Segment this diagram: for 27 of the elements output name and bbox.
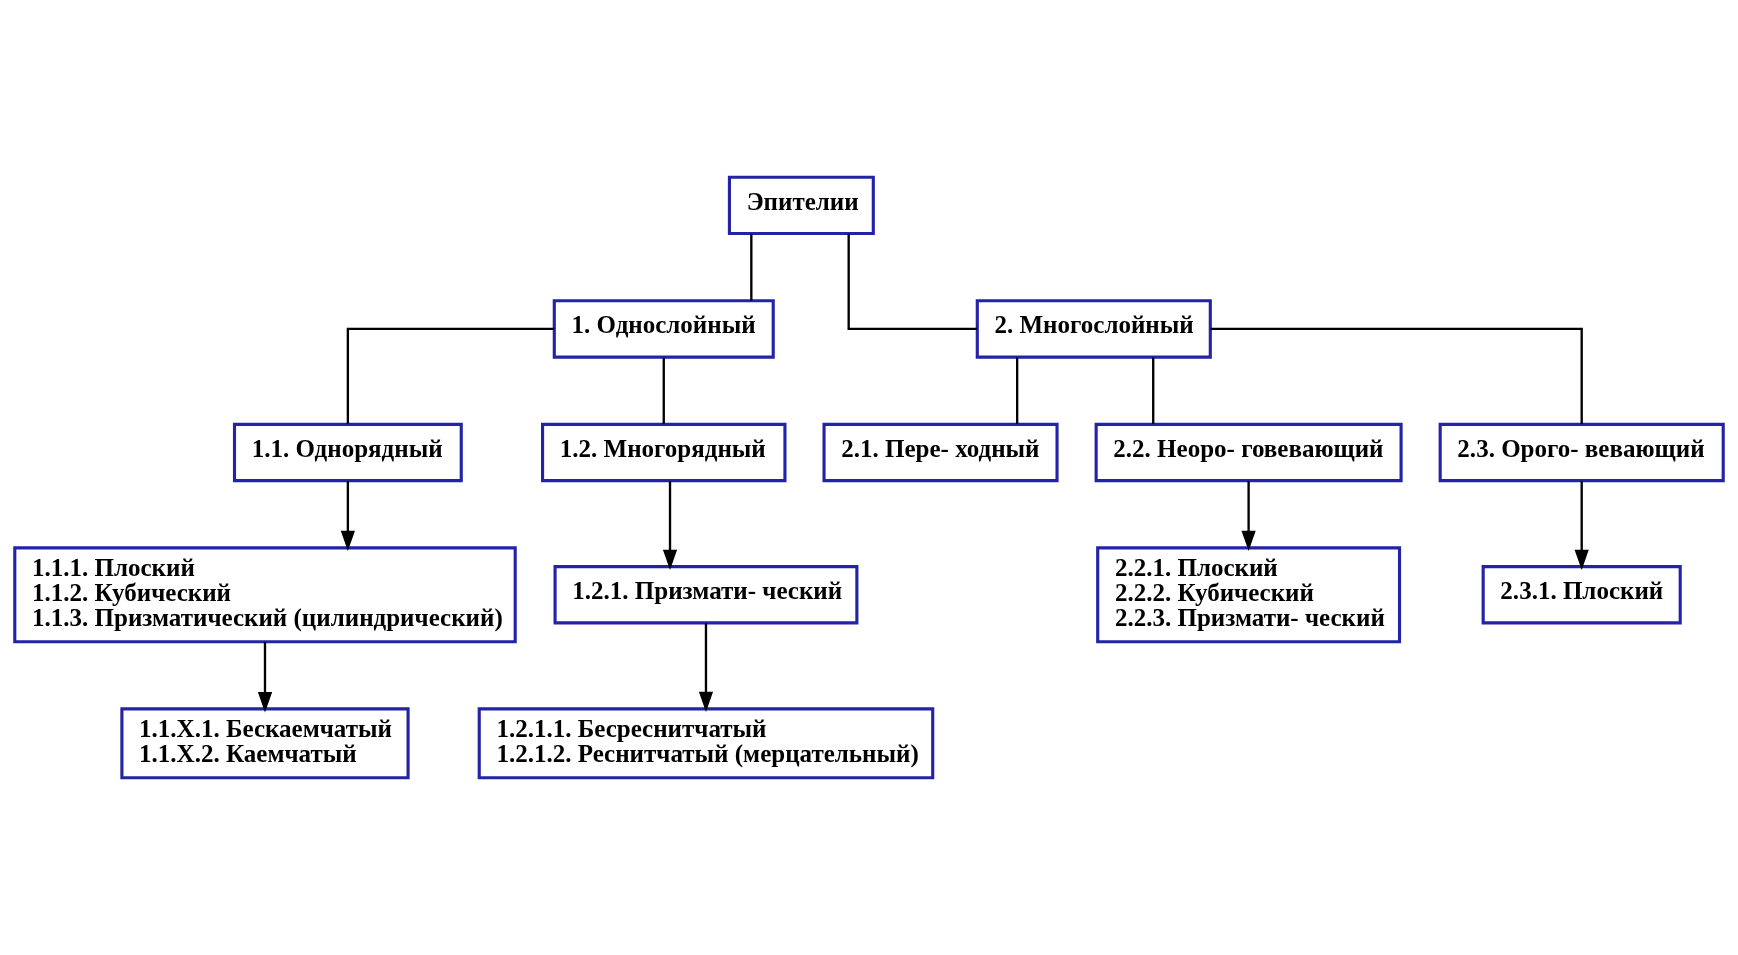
connector <box>1210 327 1583 424</box>
node-box: 1. Однослойный <box>552 299 775 359</box>
node-box: 2.3.1. Плоский <box>1481 565 1682 625</box>
arrow <box>662 481 678 571</box>
connector <box>847 234 977 331</box>
connector <box>1152 357 1155 424</box>
arrow <box>340 481 355 552</box>
connector <box>1016 357 1019 424</box>
connector <box>662 357 665 424</box>
node-box: 2.1. Пере- ходный <box>822 422 1059 483</box>
node-box: 1.1.X.1. Бескаемчатый 1.1.X.2. Каемчатый <box>120 707 410 780</box>
arrow <box>1574 481 1589 571</box>
node-box: 1.2.1.1. Бесреснитчатый 1.2.1.2. Реснитчатый (мерцательный) <box>477 707 935 780</box>
arrow <box>1241 481 1256 552</box>
arrow <box>257 641 273 713</box>
node-box: 1.2. Многорядный <box>541 422 787 483</box>
arrow <box>698 623 714 713</box>
node-box: 2.3. Орого- вевающий <box>1438 422 1725 483</box>
connector <box>346 327 555 424</box>
node-box: 2.2. Неоро- говевающий <box>1094 422 1403 483</box>
node-box: 1.2.1. Призмати- ческий <box>553 565 859 625</box>
node-box: 1.1.1. Плоский 1.1.2. Кубический 1.1.3. Призматический (цилиндрический) <box>13 546 517 644</box>
node-box: 2.2.1. Плоский 2.2.2. Кубический 2.2.3. Призмати- ческий <box>1096 546 1402 644</box>
node-box: 1.1. Однорядный <box>232 422 463 483</box>
connector <box>750 234 753 301</box>
node-box: 2. Многослойный <box>975 299 1212 359</box>
node-box: Эпителии <box>727 175 875 236</box>
